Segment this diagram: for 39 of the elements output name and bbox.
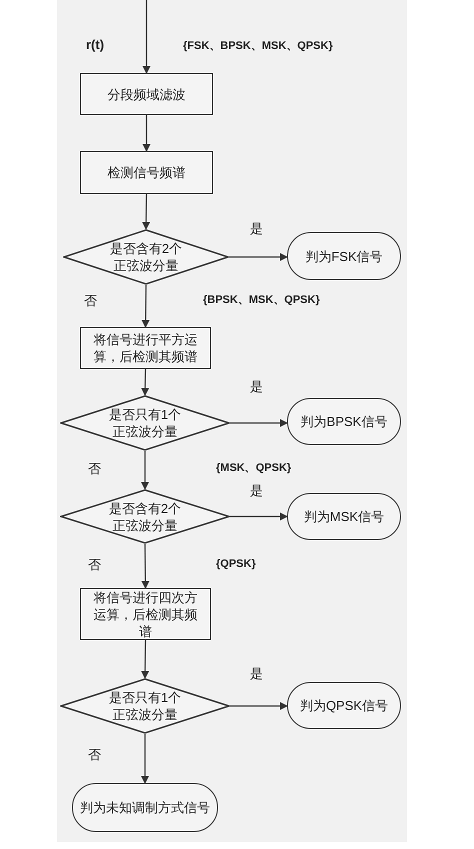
- signal-set-label: {FSK、BPSK、MSK、QPSK}: [183, 39, 333, 53]
- terminal-box: 判为未知调制方式信号: [72, 783, 218, 832]
- arrow: [142, 194, 150, 230]
- arrow: [230, 512, 288, 520]
- arrow: [230, 702, 288, 710]
- signal-set-label: {QPSK}: [216, 558, 256, 570]
- process-box: 将信号进行平方运算，后检测其频谱: [80, 327, 211, 369]
- decision-diamond: 是否只有1个正弦波分量: [60, 395, 230, 451]
- terminal-box: 判为BPSK信号: [287, 398, 401, 445]
- arrow: [141, 734, 149, 784]
- arrow: [141, 640, 150, 679]
- arrow: [141, 368, 150, 396]
- arrow: [142, 285, 150, 328]
- edge-label: 否: [88, 556, 101, 574]
- process-box: 分段频域滤波: [80, 73, 213, 115]
- arrow: [230, 419, 288, 427]
- edge-label: 是: [250, 482, 263, 500]
- edge-label: 否: [88, 746, 101, 764]
- arrow: [142, 0, 150, 74]
- arrow: [229, 253, 288, 261]
- decision-diamond: 是否含有2个正弦波分量: [60, 489, 230, 544]
- signal-set-label: {BPSK、MSK、QPSK}: [203, 293, 320, 307]
- process-box: 检测信号频谱: [80, 151, 213, 194]
- terminal-box: 判为FSK信号: [287, 232, 401, 280]
- arrow: [142, 115, 150, 152]
- arrow: [141, 451, 149, 490]
- signal-label: r(t): [86, 37, 104, 52]
- arrow: [141, 544, 150, 589]
- terminal-box: 判为MSK信号: [287, 493, 401, 540]
- edge-label: 否: [84, 292, 97, 310]
- edge-label: 是: [250, 220, 263, 238]
- decision-diamond: 是否含有2个正弦波分量: [63, 229, 229, 285]
- decision-diamond: 是否只有1个正弦波分量: [60, 678, 230, 734]
- signal-set-label: {MSK、QPSK}: [216, 461, 292, 475]
- edge-label: 是: [250, 378, 263, 396]
- terminal-box: 判为QPSK信号: [287, 682, 401, 729]
- edge-label: 是: [250, 665, 263, 683]
- process-box: 将信号进行四次方运算，后检测其频谱: [80, 588, 211, 640]
- edge-label: 否: [88, 460, 101, 478]
